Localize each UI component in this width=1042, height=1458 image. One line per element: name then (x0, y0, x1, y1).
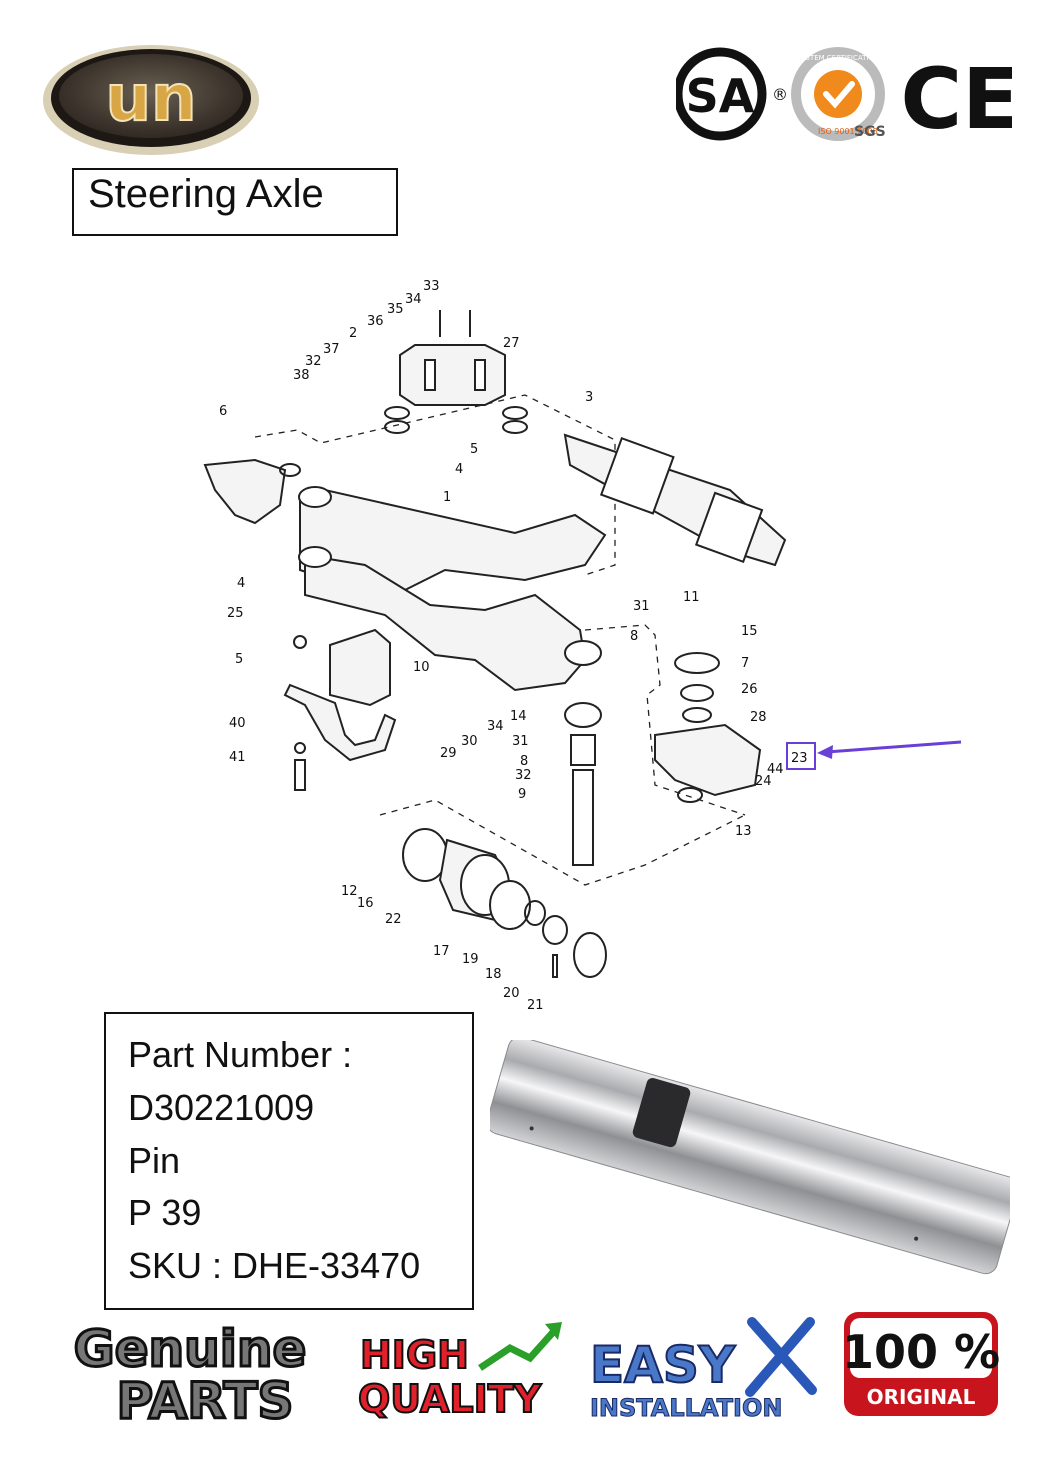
svg-text:18: 18 (485, 967, 502, 982)
svg-text:25: 25 (227, 606, 244, 621)
csa-text: SA (686, 69, 755, 123)
highlighted-callout: 23 (791, 751, 808, 766)
svg-text:34: 34 (405, 292, 422, 307)
svg-text:8: 8 (630, 629, 638, 644)
svg-text:13: 13 (735, 824, 752, 839)
part-number-value: D30221009 (128, 1087, 315, 1128)
svg-text:HIGH: HIGH (360, 1333, 469, 1377)
svg-text:SYSTEM CERTIFICATION: SYSTEM CERTIFICATION (797, 54, 879, 62)
svg-text:31: 31 (633, 599, 650, 614)
part-position: P 39 (128, 1192, 202, 1233)
svg-text:24: 24 (755, 774, 772, 789)
svg-text:5: 5 (470, 442, 478, 457)
quality-badges: Genuine PARTS HIGH QUALITY EASY INSTALLA… (72, 1312, 1000, 1431)
svg-text:5: 5 (235, 652, 243, 667)
sgs-text: SGS (854, 124, 886, 140)
svg-text:38: 38 (293, 368, 310, 383)
svg-text:29: 29 (440, 746, 457, 761)
part-info-box (104, 1012, 474, 1310)
svg-text:20: 20 (503, 986, 520, 1001)
svg-text:36: 36 (367, 314, 384, 329)
csa-logo: SA ® (676, 47, 788, 141)
high-quality-badge: HIGH QUALITY (357, 1322, 562, 1422)
svg-text:31: 31 (512, 734, 529, 749)
svg-text:28: 28 (750, 710, 767, 725)
svg-text:40: 40 (229, 716, 246, 731)
svg-text:ORIGINAL: ORIGINAL (867, 1385, 976, 1409)
part-number-label: Part Number : (128, 1034, 353, 1075)
svg-text:9: 9 (518, 787, 526, 802)
svg-text:26: 26 (741, 682, 758, 697)
svg-text:32: 32 (305, 354, 322, 369)
page-title: Steering Axle (88, 172, 324, 216)
svg-text:41: 41 (229, 750, 246, 765)
svg-text:37: 37 (323, 342, 340, 357)
svg-text:PARTS: PARTS (116, 1372, 293, 1430)
easy-installation-badge: EASY INSTALLATION (589, 1317, 817, 1423)
svg-text:16: 16 (357, 896, 374, 911)
title-box (72, 168, 398, 236)
wrench-screwdriver-icon (745, 1317, 817, 1397)
sku: SKU : DHE-33470 (128, 1245, 421, 1286)
pointer-arrow (817, 740, 962, 759)
svg-text:10: 10 (413, 660, 430, 675)
svg-text:34: 34 (487, 719, 504, 734)
svg-text:15: 15 (741, 624, 758, 639)
svg-text:22: 22 (385, 912, 402, 927)
svg-text:Genuine: Genuine (74, 1320, 307, 1378)
svg-text:35: 35 (387, 302, 404, 317)
svg-text:11: 11 (683, 590, 700, 605)
svg-text:44: 44 (767, 762, 784, 777)
pin-product-image (490, 1040, 1010, 1275)
svg-text:4: 4 (455, 462, 463, 477)
svg-text:6: 6 (219, 404, 227, 419)
svg-text:INSTALLATION: INSTALLATION (590, 1394, 782, 1422)
svg-text:17: 17 (433, 944, 450, 959)
svg-text:12: 12 (341, 884, 358, 899)
svg-text:100 %: 100 % (842, 1325, 1000, 1379)
svg-text:1: 1 (443, 490, 451, 505)
logo-text: un (105, 62, 196, 136)
genuine-parts-badge: Genuine PARTS (72, 1319, 308, 1431)
steering-axle-exploded-diagram: 33 34 35 36 2 37 32 38 27 3 6 5 4 1 4 25… (203, 279, 962, 1013)
part-name: Pin (128, 1140, 181, 1181)
svg-text:®: ® (772, 85, 788, 104)
svg-text:19: 19 (462, 952, 479, 967)
svg-text:33: 33 (423, 279, 440, 294)
svg-text:27: 27 (503, 336, 520, 351)
svg-text:32: 32 (515, 768, 532, 783)
svg-text:ISO 9001:2008: ISO 9001:2008 (818, 127, 878, 136)
svg-text:2: 2 (349, 326, 357, 341)
original-badge: 100 % ORIGINAL (842, 1312, 1000, 1416)
svg-text:QUALITY: QUALITY (358, 1377, 542, 1421)
svg-text:3: 3 (585, 390, 593, 405)
svg-text:21: 21 (527, 998, 544, 1013)
svg-text:30: 30 (461, 734, 478, 749)
ce-mark: CE (900, 50, 1012, 142)
svg-text:8: 8 (520, 754, 528, 769)
svg-text:14: 14 (510, 709, 527, 724)
svg-text:4: 4 (237, 576, 245, 591)
brand-logo: un (43, 45, 259, 155)
iso-sgs-logo: SYSTEM CERTIFICATION ISO 9001:2008 SGS (791, 47, 886, 141)
svg-text:7: 7 (741, 656, 749, 671)
certification-logos: SA ® SYSTEM CERTIFICATION ISO 9001:2008 … (676, 47, 1012, 142)
svg-text:EASY: EASY (590, 1336, 736, 1394)
